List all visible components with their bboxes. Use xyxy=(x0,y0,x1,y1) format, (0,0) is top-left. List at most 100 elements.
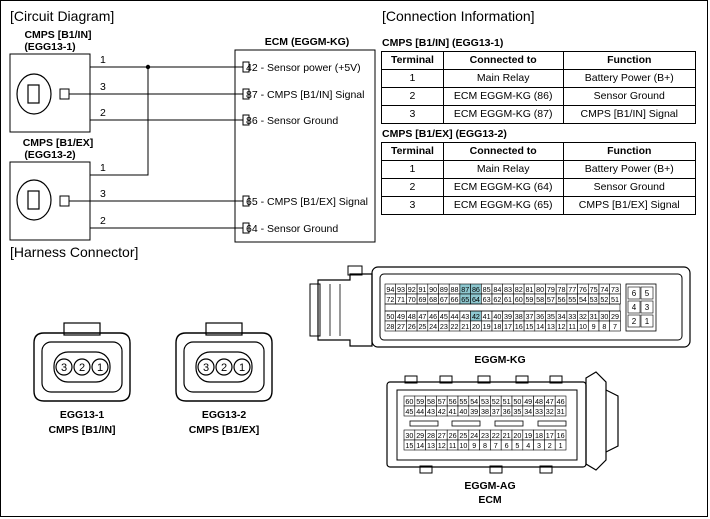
kg-pin-number: 68 xyxy=(429,295,437,304)
ag-pin-number: 27 xyxy=(438,431,446,440)
cmps-ex-sensor-symbol xyxy=(16,179,52,221)
kg-pin-number: 82 xyxy=(515,285,523,294)
egg13-2-code: EGG13-2 xyxy=(202,409,247,421)
ag-pin-number: 12 xyxy=(438,441,446,450)
kg-pin-number: 77 xyxy=(568,285,576,294)
circuit-diagram-title: [Circuit Diagram] xyxy=(10,8,114,24)
wire-power-ex xyxy=(90,67,149,176)
egg13-2-name: CMPS [B1/EX] xyxy=(189,424,260,436)
ecm-pin-list: 42 - Sensor power (+5V)87 - CMPS [B1/IN]… xyxy=(242,61,368,235)
ag-pin-number: 30 xyxy=(405,431,413,440)
kg-pin-number: 18 xyxy=(493,322,501,331)
kg-pin-number: 63 xyxy=(483,295,491,304)
kg-pin-number: 58 xyxy=(536,295,544,304)
ag-pin-number: 8 xyxy=(483,441,487,450)
ag-bottom-notch xyxy=(419,465,433,474)
ag-bottom-notch xyxy=(539,465,553,474)
kg-pin-number: 43 xyxy=(461,312,469,321)
ecm-pin-label: 42 - Sensor power (+5V) xyxy=(246,62,361,74)
connector-cavity xyxy=(195,351,253,383)
kg-pin-number: 92 xyxy=(408,285,416,294)
table-row: 2 ECM EGGM-KG (64) Sensor Ground xyxy=(381,178,696,197)
ag-pin-number: 7 xyxy=(494,441,498,450)
kg-pin-number: 52 xyxy=(600,295,608,304)
kg-side-pin-cell xyxy=(640,314,654,328)
cell-connected-to: ECM EGGM-KG (86) xyxy=(442,87,564,106)
kg-pin-number: 86 xyxy=(472,285,480,294)
kg-pin-number: 91 xyxy=(418,285,426,294)
kg-pin-number: 40 xyxy=(493,312,501,321)
kg-pin-number: 45 xyxy=(440,312,448,321)
kg-pin-number: 11 xyxy=(569,322,576,331)
kg-pin-number: 56 xyxy=(558,295,566,304)
kg-pin-number: 47 xyxy=(418,312,426,321)
ecm-pin-label: 65 - CMPS [B1/EX] Signal xyxy=(246,196,368,208)
kg-pin-number: 39 xyxy=(504,312,512,321)
kg-pin-number: 34 xyxy=(558,312,566,321)
ag-pin-number: 32 xyxy=(546,407,554,416)
cmps-ex-name: CMPS [B1/EX] xyxy=(23,137,94,149)
connector-pin-number: 2 xyxy=(221,362,227,374)
kg-side-pin-number: 4 xyxy=(632,303,637,312)
kg-pin-number: 54 xyxy=(579,295,587,304)
header-terminal: Terminal xyxy=(381,51,444,70)
ag-pin-number: 54 xyxy=(470,397,478,406)
kg-pin-number: 32 xyxy=(579,312,587,321)
cmps-in-name: CMPS [B1/IN] xyxy=(24,29,91,41)
ag-pin-number: 45 xyxy=(405,407,413,416)
ag-pin-number: 21 xyxy=(503,431,511,440)
connector-pin xyxy=(73,358,91,376)
ag-pin-number: 10 xyxy=(459,441,467,450)
ag-pin-number: 15 xyxy=(405,441,413,450)
kg-pin-number: 31 xyxy=(590,312,598,321)
kg-pin-number: 81 xyxy=(525,285,533,294)
kg-pin-number: 14 xyxy=(536,322,544,331)
connector-pin-number: 3 xyxy=(61,362,67,374)
kg-pin-number: 9 xyxy=(592,322,596,331)
ag-pin-number: 37 xyxy=(492,407,500,416)
ag-pin-number: 22 xyxy=(492,431,500,440)
ag-pin-number: 36 xyxy=(503,407,511,416)
kg-pin-number: 80 xyxy=(536,285,544,294)
ecm-pin-terminal xyxy=(242,88,250,100)
ag-pin-number: 24 xyxy=(470,431,478,440)
ag-pin-number: 1 xyxy=(559,441,563,450)
connector-pin xyxy=(91,358,109,376)
header-connected-to: Connected to xyxy=(442,142,564,161)
eggm-ag-label: EGGM-AG xyxy=(464,480,515,492)
ag-pin-number: 56 xyxy=(449,397,457,406)
ecm-title: ECM (EGGM-KG) xyxy=(265,36,350,48)
ag-pin-number: 29 xyxy=(416,431,424,440)
kg-tab xyxy=(347,265,363,276)
cmps-in-box xyxy=(9,53,91,133)
eggm-kg-label: EGGM-KG xyxy=(474,354,525,366)
kg-pin-number: 24 xyxy=(429,322,437,331)
ecm-label: ECM xyxy=(478,494,502,506)
kg-pin-number: 37 xyxy=(525,312,533,321)
kg-pin-number: 78 xyxy=(558,285,566,294)
kg-side-pin-number: 3 xyxy=(645,303,650,312)
cell-function: Sensor Ground xyxy=(562,178,696,197)
cmps-in-sensor-element xyxy=(27,84,40,104)
kg-pin-number: 57 xyxy=(547,295,555,304)
kg-side-pin-cell xyxy=(640,300,654,314)
cell-terminal: 2 xyxy=(381,178,444,197)
kg-pin-number: 28 xyxy=(386,322,394,331)
cell-terminal: 3 xyxy=(381,105,444,124)
harness-connector-title: [Harness Connector] xyxy=(10,244,138,260)
ag-pin-cell xyxy=(554,405,567,417)
ag-pin-number: 9 xyxy=(472,441,476,450)
ag-pin-number: 55 xyxy=(459,397,467,406)
kg-pin-number: 94 xyxy=(386,285,394,294)
table-ex-title: CMPS [B1/EX] (EGG13-2) xyxy=(382,128,507,140)
wire-label: 1 xyxy=(100,54,106,66)
ag-side-wing xyxy=(585,371,607,471)
kg-pin-number: 29 xyxy=(611,312,619,321)
kg-pin-number: 75 xyxy=(590,285,598,294)
ecm-pin-terminal xyxy=(242,114,250,126)
ecm-pin-label: 86 - Sensor Ground xyxy=(246,115,338,127)
ag-pin-number: 50 xyxy=(513,397,521,406)
cell-connected-to: ECM EGGM-KG (64) xyxy=(442,178,564,197)
